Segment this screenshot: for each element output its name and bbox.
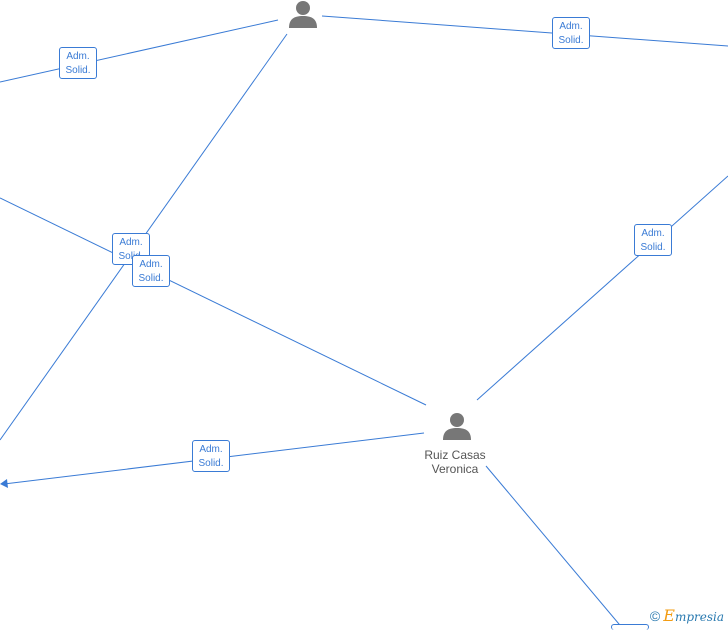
edge-label-top-right[interactable]: Adm. Solid. [552, 17, 590, 49]
edge-label-right[interactable]: Adm. Solid. [634, 224, 672, 256]
person-name-center[interactable]: Ruiz Casas Veronica [410, 448, 500, 476]
edge-label-line1: Adm. [559, 21, 583, 32]
arrowhead [0, 479, 8, 488]
copyright-icon: © [649, 608, 661, 624]
person-icon-top[interactable] [288, 0, 318, 30]
edge-top-right [321, 15, 728, 47]
edge-label-middle-left-1[interactable]: Adm. Solid. [112, 233, 150, 265]
brand-initial: E [663, 606, 675, 625]
person-name-line2: Veronica [431, 462, 479, 476]
edge-label-line2: Solid. [65, 65, 91, 76]
edge-label-line1: Adm. [139, 259, 163, 270]
edge-label-line2: Solid. [198, 458, 224, 469]
brand-watermark: ©Empresia [650, 606, 724, 625]
edge-label-line2: Solid. [138, 273, 164, 284]
edge-label-line2: Solid. [640, 242, 666, 253]
edge-label-middle-left-2[interactable]: Adm. Solid. [132, 255, 170, 287]
person-name-line1: Ruiz Casas [424, 448, 486, 462]
edge-label-line2: Solid. [558, 35, 584, 46]
edge-left-to-center [0, 197, 427, 406]
edge-top-left [0, 19, 279, 83]
edge-center-to-bottom [485, 465, 625, 630]
edge-label-bottom-partial[interactable] [611, 624, 649, 630]
edge-label-line2: Solid. [118, 251, 144, 262]
edge-label-line1: Adm. [641, 228, 665, 239]
edge-label-line1: Adm. [119, 237, 143, 248]
edge-label-bottom-left[interactable]: Adm. Solid. [192, 440, 230, 472]
edge-label-line1: Adm. [199, 444, 223, 455]
brand-name: mpresia [674, 610, 724, 624]
edge-label-line1: Adm. [66, 51, 90, 62]
edge-right-to-center [476, 175, 728, 401]
edge-label-top-left[interactable]: Adm. Solid. [59, 47, 97, 79]
person-icon-center[interactable] [442, 412, 472, 442]
